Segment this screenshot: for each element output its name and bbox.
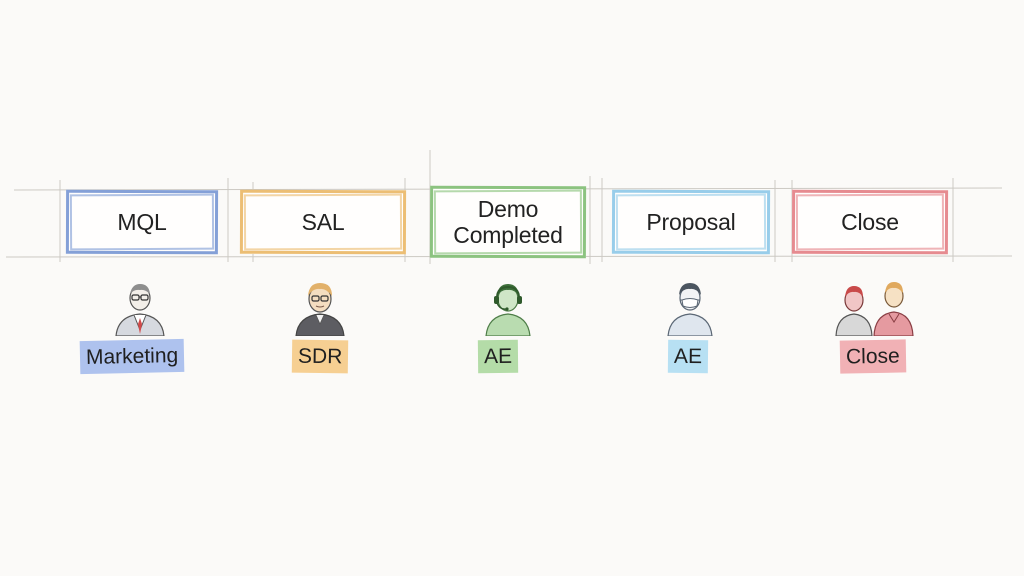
stage-box-mql: MQL (66, 190, 218, 254)
person-with-headset-icon (485, 284, 531, 336)
role-tag-close: Close (839, 339, 906, 374)
two-people-icon (835, 282, 914, 336)
role-tag-label: Close (845, 344, 900, 369)
role-tag-label: AE (483, 344, 513, 369)
role-tag-ae-demo: AE (477, 339, 519, 374)
role-tag-label: Marketing (85, 344, 179, 369)
stage-box-demo-completed: Demo Completed (430, 186, 586, 258)
stage-box-proposal: Proposal (612, 190, 770, 254)
role-tag-marketing: Marketing (79, 338, 185, 375)
stage-label: Demo Completed (453, 196, 563, 248)
stage-label: SAL (301, 209, 345, 235)
stage-label: Proposal (646, 209, 736, 235)
stage-label: MQL (117, 209, 167, 235)
person-with-glasses-icon (295, 283, 345, 336)
role-tag-label: AE (673, 344, 703, 369)
stage-box-sal: SAL (240, 190, 406, 254)
person-with-mask-icon (667, 283, 713, 336)
role-tag-label: SDR (297, 344, 343, 369)
stage-label: Close (841, 209, 899, 235)
businessman-with-glasses-icon (115, 284, 165, 336)
role-tag-ae-proposal: AE (667, 339, 709, 374)
role-tag-sdr: SDR (291, 339, 349, 374)
stage-box-close: Close (792, 190, 948, 254)
